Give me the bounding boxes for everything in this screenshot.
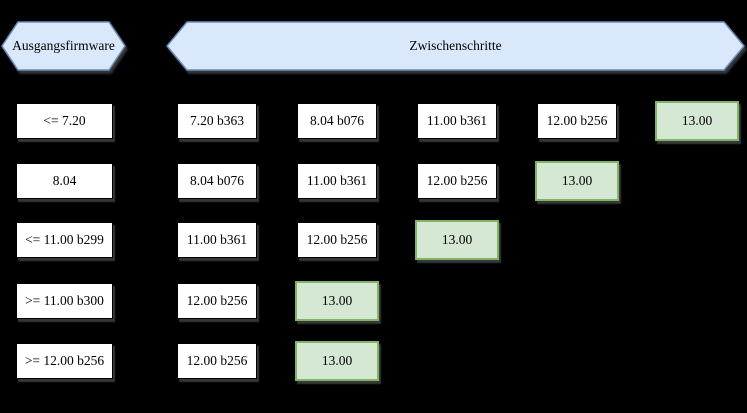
final-version-box: 13.00 <box>535 161 619 201</box>
source-version-box: 8.04 <box>16 163 113 199</box>
hexagon-shape <box>1 21 126 71</box>
step-version-box: 11.00 b361 <box>177 222 257 258</box>
header-zwischenschritte: Zwischenschritte <box>166 21 745 71</box>
final-version-box: 13.00 <box>655 101 739 141</box>
final-version-box: 13.00 <box>295 281 379 321</box>
final-version-box: 13.00 <box>295 341 379 381</box>
step-version-box: 8.04 b076 <box>177 163 257 199</box>
source-version-box: >= 11.00 b300 <box>16 283 113 319</box>
step-version-box: 7.20 b363 <box>177 103 257 139</box>
hexagon-shape <box>166 21 745 71</box>
source-version-box: <= 11.00 b299 <box>16 222 113 258</box>
step-version-box: 12.00 b256 <box>297 222 377 258</box>
step-version-box: 11.00 b361 <box>297 163 377 199</box>
header-zwischenschritte-label: Zwischenschritte <box>409 38 502 53</box>
header-ausgangsfirmware-label: Ausgangsfirmware <box>12 38 115 53</box>
source-version-box: <= 7.20 <box>16 103 113 139</box>
source-version-box: >= 12.00 b256 <box>16 343 113 379</box>
final-version-box: 13.00 <box>415 220 499 260</box>
header-ausgangsfirmware: Ausgangsfirmware <box>1 21 126 71</box>
step-version-box: 12.00 b256 <box>177 283 257 319</box>
step-version-box: 11.00 b361 <box>417 103 497 139</box>
step-version-box: 12.00 b256 <box>177 343 257 379</box>
step-version-box: 12.00 b256 <box>417 163 497 199</box>
step-version-box: 8.04 b076 <box>297 103 377 139</box>
step-version-box: 12.00 b256 <box>537 103 617 139</box>
